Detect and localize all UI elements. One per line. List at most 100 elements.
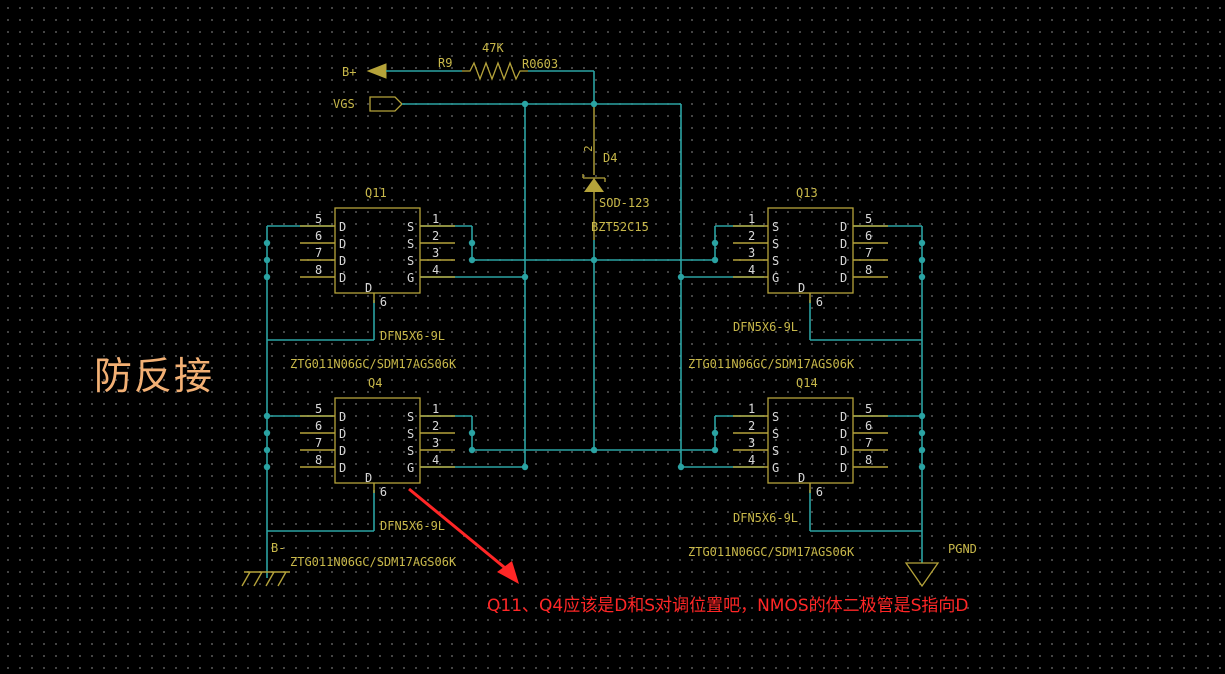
pin-label: S bbox=[407, 410, 414, 424]
pin-number: 8 bbox=[315, 263, 322, 277]
bplus-label: B+ bbox=[342, 65, 356, 79]
junction-dot bbox=[711, 256, 719, 264]
review-comment: Q11、Q4应该是D和S对调位置吧，NMOS的体二极管是S指向D bbox=[487, 596, 969, 616]
pin-number: 2 bbox=[748, 229, 755, 243]
pin-number: 1 bbox=[432, 212, 439, 226]
junction-dot bbox=[677, 463, 685, 471]
pin-number: 3 bbox=[432, 436, 439, 450]
pin-label: D bbox=[798, 281, 805, 295]
pin-label: G bbox=[772, 461, 779, 475]
junction-dot bbox=[918, 446, 926, 454]
pin-label: D bbox=[840, 410, 847, 424]
mosfet-footprint: DFN5X6-9L bbox=[380, 519, 445, 533]
resistor-r9[interactable]: R9 47K R0603 bbox=[438, 41, 558, 81]
mosfet-ref: Q4 bbox=[368, 376, 382, 390]
mosfet-footprint: DFN5X6-9L bbox=[733, 511, 798, 525]
junction-dot bbox=[468, 429, 476, 437]
pin-label: D bbox=[365, 281, 372, 295]
pin-label: S bbox=[772, 220, 779, 234]
mosfet-body bbox=[334, 397, 421, 484]
mosfet-part: ZTG011N06GC/SDM17AGS06K bbox=[688, 545, 855, 559]
pin-label: S bbox=[407, 444, 414, 458]
pin-label: D bbox=[365, 471, 372, 485]
r9-value: 47K bbox=[482, 41, 504, 55]
pin-number: 9 bbox=[380, 484, 387, 498]
pin-label: S bbox=[772, 444, 779, 458]
diode-d4[interactable]: 2 D4 SOD-123 BZT52C15 bbox=[582, 103, 650, 240]
pin-label: D bbox=[339, 254, 346, 268]
d4-footprint: SOD-123 bbox=[599, 196, 650, 210]
pin-number: 2 bbox=[432, 419, 439, 433]
junction-dot bbox=[918, 256, 926, 264]
pin-label: D bbox=[339, 220, 346, 234]
mosfet-footprint: DFN5X6-9L bbox=[733, 320, 798, 334]
mosfet-footprint: DFN5X6-9L bbox=[380, 329, 445, 343]
pin-label: D bbox=[339, 444, 346, 458]
pin-number: 7 bbox=[315, 246, 322, 260]
pin-label: D bbox=[840, 444, 847, 458]
junction-dot bbox=[711, 446, 719, 454]
pin-label: D bbox=[339, 237, 346, 251]
pin-label: S bbox=[772, 237, 779, 251]
pin-number: 6 bbox=[865, 419, 872, 433]
anti-reverse-note: 防反接 bbox=[94, 354, 215, 398]
pin-number: 3 bbox=[748, 436, 755, 450]
junction-dot bbox=[711, 429, 719, 437]
pin-label: D bbox=[840, 461, 847, 475]
pin-label: S bbox=[407, 427, 414, 441]
pin-number: 4 bbox=[432, 453, 439, 467]
junction-dot bbox=[521, 273, 529, 281]
d4-ref: D4 bbox=[603, 151, 617, 165]
pin-label: S bbox=[772, 254, 779, 268]
pin-number: 4 bbox=[748, 453, 755, 467]
junction-dot bbox=[468, 256, 476, 264]
vgs-port[interactable]: VGS bbox=[333, 96, 403, 112]
junction-dot bbox=[263, 273, 271, 281]
pin-number: 6 bbox=[315, 229, 322, 243]
junction-dot bbox=[468, 446, 476, 454]
pin-number: 4 bbox=[432, 263, 439, 277]
junction-dot bbox=[468, 239, 476, 247]
pin-number: 2 bbox=[432, 229, 439, 243]
junction-dot bbox=[590, 100, 598, 108]
pin-label: D bbox=[339, 410, 346, 424]
mosfet-ref: Q13 bbox=[796, 186, 818, 200]
pin-label: D bbox=[840, 220, 847, 234]
pgnd-label: PGND bbox=[948, 542, 977, 556]
pin-number: 3 bbox=[432, 246, 439, 260]
pin-number: 8 bbox=[865, 263, 872, 277]
bplus-flag[interactable]: B+ bbox=[342, 63, 387, 79]
pin-number: 6 bbox=[315, 419, 322, 433]
pin-number: 5 bbox=[865, 402, 872, 416]
junction-dot bbox=[918, 412, 926, 420]
ground-symbol[interactable]: B- bbox=[241, 541, 290, 587]
pin-label: S bbox=[407, 254, 414, 268]
junction-dot bbox=[263, 256, 271, 264]
junction-dot bbox=[263, 429, 271, 437]
pin-number: 5 bbox=[865, 212, 872, 226]
mosfet-part: ZTG011N06GC/SDM17AGS06K bbox=[688, 357, 855, 371]
pin-label: S bbox=[407, 220, 414, 234]
pin-number: 9 bbox=[816, 294, 823, 308]
pin-number: 1 bbox=[432, 402, 439, 416]
pin-number: 5 bbox=[315, 402, 322, 416]
pin-number: 6 bbox=[865, 229, 872, 243]
pin-label: D bbox=[840, 237, 847, 251]
pin-number: 8 bbox=[865, 453, 872, 467]
pin-label: D bbox=[339, 461, 346, 475]
pin-number: 1 bbox=[748, 212, 755, 226]
junction-dot bbox=[918, 239, 926, 247]
pin-number: 9 bbox=[380, 294, 387, 308]
bminus-label: B- bbox=[271, 541, 285, 555]
pin-number: 9 bbox=[816, 484, 823, 498]
pin-label: D bbox=[798, 471, 805, 485]
pin-number: 2 bbox=[748, 419, 755, 433]
pgnd-symbol[interactable]: PGND bbox=[904, 542, 977, 588]
junction-dots bbox=[263, 100, 926, 471]
pin-label: D bbox=[840, 254, 847, 268]
